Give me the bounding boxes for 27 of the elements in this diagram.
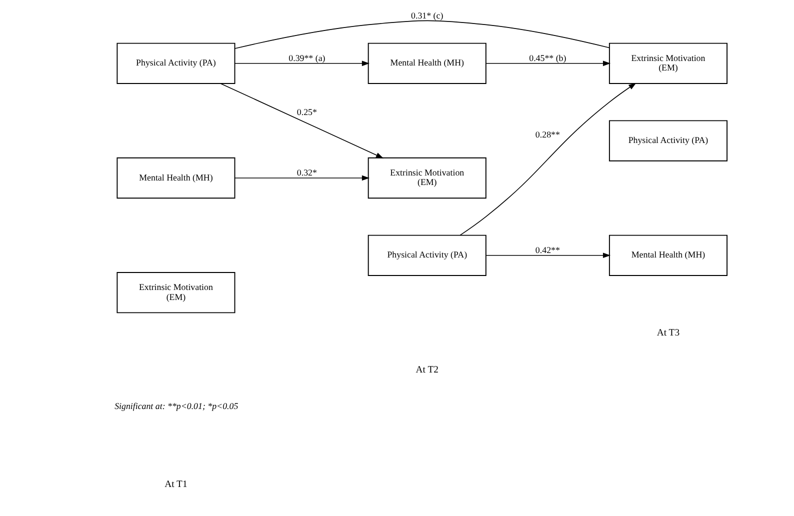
node-box: Mental Health (MH) bbox=[116, 157, 236, 199]
arrow bbox=[460, 82, 636, 236]
node-box: Extrinsic Motivation (EM) bbox=[608, 42, 728, 84]
node-box: Physical Activity (PA) bbox=[608, 120, 728, 162]
arrow bbox=[234, 60, 370, 66]
edge-label: 0.32* bbox=[296, 167, 317, 178]
connector bbox=[234, 20, 610, 49]
edge-label: 0.39** (a) bbox=[288, 52, 326, 63]
node-box: Physical Activity (PA) bbox=[368, 234, 486, 276]
label: At T2 bbox=[416, 364, 438, 376]
node-box: Mental Health (MH) bbox=[608, 234, 728, 276]
node-box: Physical Activity (PA) bbox=[116, 42, 236, 84]
node-box: Mental Health (MH) bbox=[368, 42, 486, 84]
node-box: Extrinsic Motivation (EM) bbox=[116, 272, 236, 314]
node-box: Extrinsic Motivation (EM) bbox=[368, 157, 486, 199]
label: At T3 bbox=[656, 327, 680, 338]
edge-label: 0.42** bbox=[535, 244, 560, 255]
edge-label: 0.45** (b) bbox=[529, 52, 566, 63]
arrow bbox=[486, 252, 611, 258]
edge-label: 0.28** bbox=[535, 130, 560, 140]
arrow bbox=[220, 83, 384, 158]
label: Significant at: **p<0.01; *p<0.05 bbox=[114, 400, 238, 411]
edge-label: 0.31* (c) bbox=[411, 10, 444, 20]
label: At T1 bbox=[164, 479, 188, 490]
arrow bbox=[486, 60, 611, 66]
arrow bbox=[234, 175, 370, 181]
edge-label: 0.25* bbox=[296, 107, 317, 118]
